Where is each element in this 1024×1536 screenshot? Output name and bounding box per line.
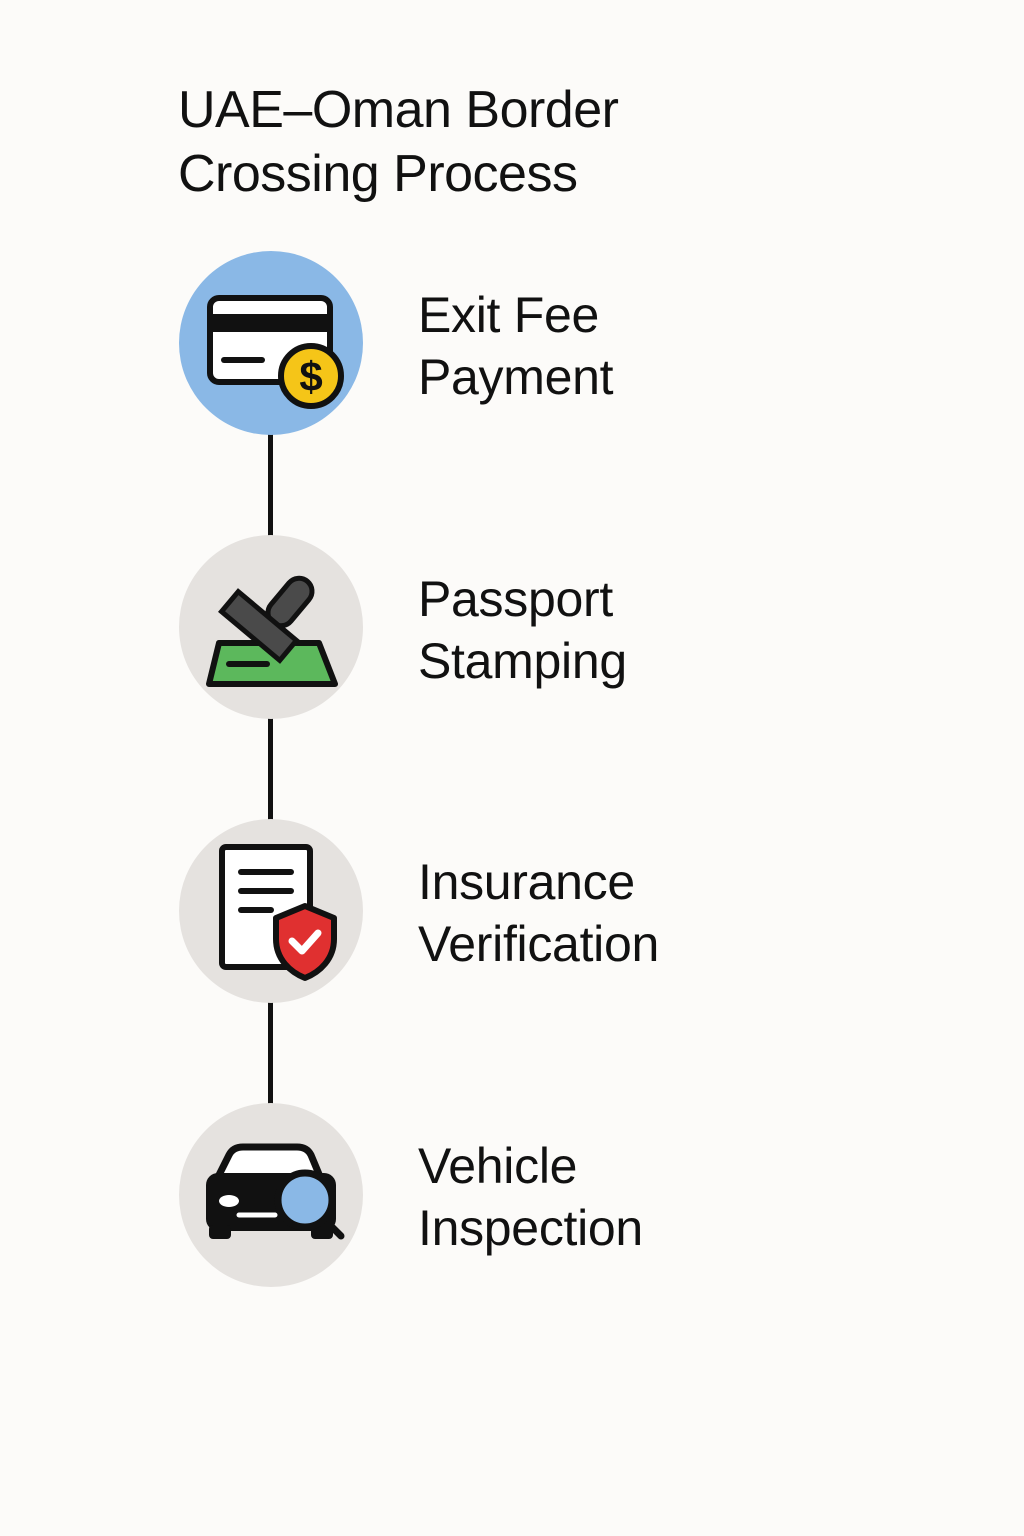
step-insurance-circle <box>179 819 363 1003</box>
step-label-line-1: Passport <box>418 571 613 627</box>
step-exit-fee-circle: $ <box>179 251 363 435</box>
connector-line-3 <box>268 1002 273 1104</box>
step-label-insurance: Insurance Verification <box>418 851 659 975</box>
step-label-line-2: Verification <box>418 916 659 972</box>
step-passport-circle <box>179 535 363 719</box>
step-label-vehicle: Vehicle Inspection <box>418 1135 643 1259</box>
credit-card-dollar-icon: $ <box>207 295 344 409</box>
connector-line-1 <box>268 434 273 536</box>
step-label-line-1: Vehicle <box>418 1138 578 1194</box>
step-label-line-2: Payment <box>418 349 614 405</box>
step-label-passport: Passport Stamping <box>418 568 627 692</box>
car-magnifier-icon <box>206 1143 345 1240</box>
stamp-icon <box>206 575 338 687</box>
title-line-2: Crossing Process <box>178 145 578 203</box>
step-vehicle-circle <box>179 1103 363 1287</box>
document-shield-icon <box>219 844 337 981</box>
step-label-line-1: Insurance <box>418 854 635 910</box>
title-line-1: UAE–Oman Border <box>178 81 619 139</box>
diagram-title: UAE–Oman Border Crossing Process <box>178 78 619 206</box>
step-label-line-2: Inspection <box>418 1200 643 1256</box>
step-label-line-2: Stamping <box>418 633 627 689</box>
step-label-line-1: Exit Fee <box>418 287 599 343</box>
step-label-exit-fee: Exit Fee Payment <box>418 284 614 408</box>
connector-line-2 <box>268 718 273 820</box>
svg-text:$: $ <box>299 353 322 400</box>
